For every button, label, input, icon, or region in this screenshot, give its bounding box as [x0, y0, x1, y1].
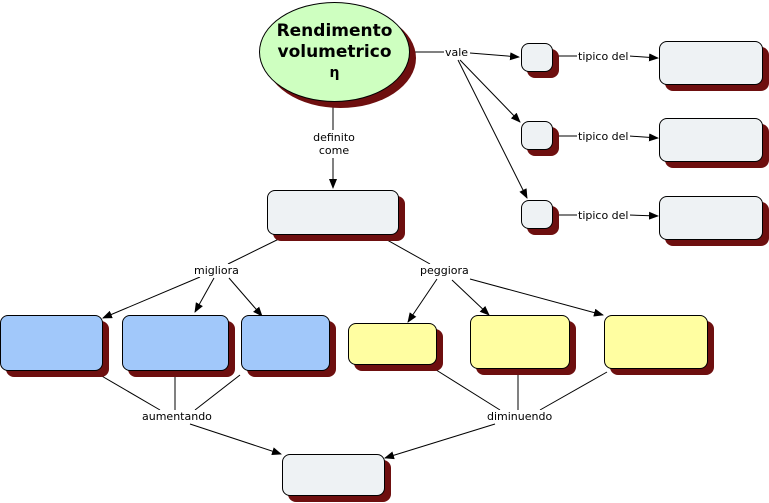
link-blue3-aumentando	[194, 374, 241, 411]
link-label-tipico-2: tipico del	[577, 130, 630, 143]
blue-concept-node-2[interactable]	[122, 315, 229, 371]
link-peggiora-yellow1	[407, 278, 438, 323]
link-diminuendo-bottom	[384, 423, 496, 460]
center-concept-node[interactable]	[267, 190, 399, 235]
link-aumentando-bottom	[189, 423, 282, 455]
link-label-diminuendo: diminuendo	[486, 410, 554, 423]
link-yellow1-diminuendo	[432, 367, 501, 411]
link-migliora-blue1	[102, 276, 201, 319]
right-concept-node-3[interactable]	[659, 196, 763, 240]
right-concept-node-1[interactable]	[659, 41, 763, 85]
yellow-concept-node-1[interactable]	[348, 323, 437, 365]
yellow-concept-node-2[interactable]	[470, 315, 570, 369]
link-migliora-blue3	[228, 277, 263, 317]
link-peggiora-yellow3	[469, 278, 604, 317]
link-label-definito-come: definito come	[309, 131, 359, 157]
link-tipico-right3	[628, 211, 659, 220]
blue-concept-node-1[interactable]	[0, 315, 103, 371]
root-title-line1: Rendimento	[276, 20, 393, 41]
bottom-concept-node[interactable]	[282, 454, 385, 496]
small-concept-node-3[interactable]	[521, 200, 553, 229]
link-label-come: come	[318, 144, 350, 157]
link-label-aumentando: aumentando	[141, 410, 213, 423]
link-vale-small3	[457, 59, 528, 199]
small-concept-node-1[interactable]	[521, 43, 553, 72]
link-vale-small1	[469, 52, 520, 61]
small-concept-node-2[interactable]	[521, 121, 553, 150]
link-peggiora-yellow2	[451, 279, 490, 316]
link-blue1-aumentando	[99, 374, 161, 411]
right-concept-node-2[interactable]	[659, 118, 763, 162]
link-label-tipico-3: tipico del	[577, 209, 630, 222]
link-label-definito: definito	[313, 131, 355, 144]
link-label-migliora: migliora	[193, 264, 240, 277]
link-migliora-blue2	[194, 277, 215, 313]
link-center-peggiora	[379, 235, 431, 265]
link-label-tipico-1: tipico del	[577, 50, 630, 63]
link-yellow3-diminuendo	[539, 371, 608, 411]
root-title-line2: volumetrico	[277, 41, 392, 62]
link-vale-small2	[459, 59, 521, 123]
yellow-concept-node-3[interactable]	[604, 315, 708, 369]
link-tipico-right1	[628, 53, 659, 62]
link-label-peggiora: peggiora	[419, 264, 470, 277]
link-tipico-right2	[628, 133, 659, 142]
link-center-migliora	[227, 235, 286, 265]
root-concept-node[interactable]: Rendimento volumetrico η	[259, 2, 410, 102]
root-symbol: η	[329, 64, 340, 81]
blue-concept-node-3[interactable]	[241, 315, 330, 371]
link-label-vale: vale	[444, 46, 470, 59]
